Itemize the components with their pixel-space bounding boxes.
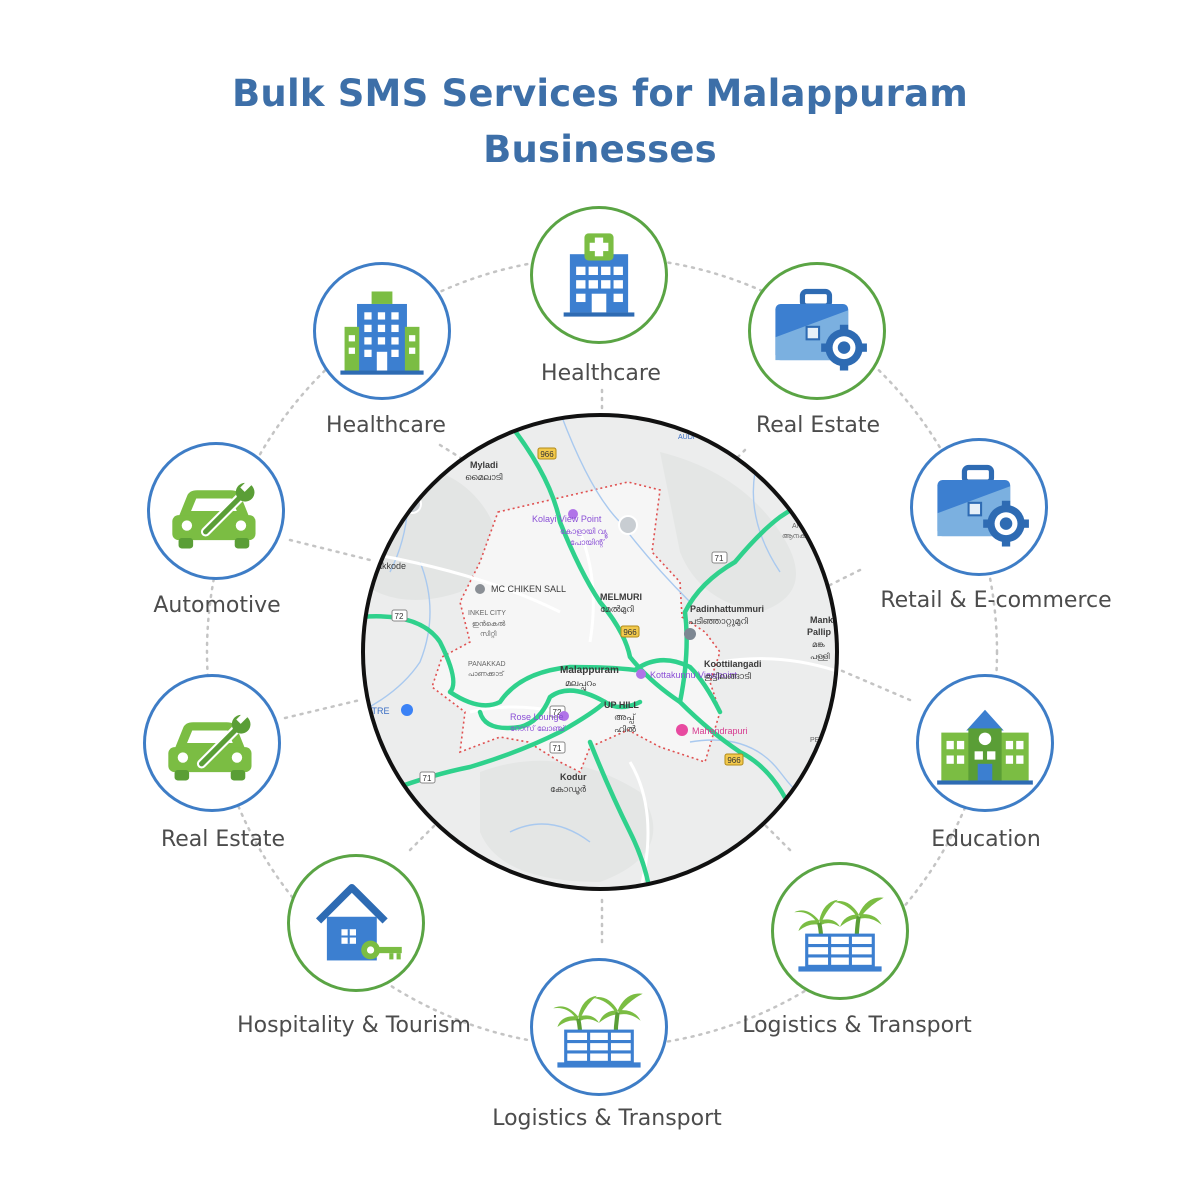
sector-label: Healthcare: [326, 413, 446, 438]
sector-label: Education: [931, 827, 1041, 852]
map-label-melmuri: MELMURI: [600, 592, 642, 602]
map-label-kolayi: Kolayi View Point: [532, 514, 602, 524]
sector-node-automotive[interactable]: [147, 442, 285, 580]
map-label-pe: PE: [810, 737, 820, 744]
car-wrench-icon: [168, 712, 252, 781]
map-label-padinhattummuri: Padinhattummuri: [690, 604, 764, 614]
map-label-koottilangadi-ml: കൂട്ടിലങ്ങാടി: [704, 671, 751, 681]
car-wrench-icon: [172, 480, 256, 549]
map-label-panakkad-ml: പാണക്കാട്: [468, 670, 505, 678]
sector-label: Automotive: [153, 593, 281, 618]
map-label-mank: Mank: [810, 615, 834, 625]
sector-node-real-estate-right[interactable]: [748, 262, 886, 400]
sector-node-logistics-right[interactable]: [771, 862, 909, 1000]
map-label-mc-chiken: MC CHIKEN SALL: [491, 584, 566, 594]
sector-label: Retail & E-commerce: [880, 588, 1112, 613]
map-label-pallip: Pallip: [807, 627, 832, 637]
map-label-myladi-ml: മൈലാടി: [465, 472, 502, 482]
sector-label: Hospitality & Tourism: [237, 1013, 471, 1038]
sector-node-real-estate-left[interactable]: [143, 674, 281, 812]
sector-node-logistics-bottom[interactable]: [530, 958, 668, 1096]
city-map[interactable]: 966 966 966 72 72 71 71 71 Myladi: [360, 412, 840, 892]
map-label-inkel: INKEL CITY: [468, 610, 506, 617]
map-label-up-hill-ml1: അപ്പ്: [614, 712, 636, 723]
palm-resort-icon: [553, 993, 643, 1068]
map-label-kolayi-ml2: പോയിന്റ്: [570, 538, 605, 548]
sector-label: Logistics & Transport: [742, 1013, 972, 1038]
map-label-audi: AUDI: [678, 434, 695, 441]
sector-node-hospitality-tourism[interactable]: [287, 854, 425, 992]
briefcase-gear-icon: [937, 464, 1029, 547]
briefcase-gear-icon: [775, 288, 867, 371]
map-label-anakkaya-ml: ആനക്കയം: [782, 533, 818, 540]
shield-72-a: 72: [395, 612, 404, 621]
shield-72-b: 72: [553, 708, 562, 717]
sector-node-healthcare-left[interactable]: [313, 262, 451, 400]
shield-966-b: 966: [623, 628, 637, 637]
map-label-melmuri-ml: മേൽമുറി: [600, 604, 634, 615]
map-label-ml-palli: പള്ളി: [810, 652, 830, 661]
office-building-icon: [340, 291, 424, 375]
shield-966-c: 966: [727, 756, 741, 765]
map-label-kodur: Kodur: [560, 772, 587, 782]
shield-71-b: 71: [553, 744, 562, 753]
map-label-myladi: Myladi: [470, 460, 498, 470]
shield-966-a: 966: [540, 450, 554, 459]
sector-label: Real Estate: [160, 827, 286, 852]
map-label-mahendrapuri: Mahendrapuri: [692, 726, 748, 736]
hospital-icon: [563, 233, 635, 317]
shield-71-c: 71: [423, 774, 432, 783]
map-label-padinhattummuri-ml: പടിഞ്ഞാറ്റുമുറി: [688, 616, 748, 627]
sector-node-education[interactable]: [916, 674, 1054, 812]
sector-node-retail-ecommerce[interactable]: [910, 438, 1048, 576]
map-label-kottakunnu: Kottakunnu Viewpoint: [650, 670, 737, 680]
page-title: Bulk SMS Services for Malappuram Busines…: [0, 66, 1200, 178]
house-key-icon: [315, 884, 402, 961]
map-label-ntre: NTRE: [365, 706, 390, 716]
map-label-inkel-ml1: ഇൻകെൽ: [472, 620, 506, 628]
sector-label: Healthcare: [541, 361, 661, 386]
title-line-1: Bulk SMS Services for Malappuram: [232, 72, 968, 115]
palm-resort-icon: [794, 897, 884, 972]
school-building-icon: [937, 709, 1033, 785]
sector-label: Logistics & Transport: [492, 1106, 722, 1131]
map-label-malappuram: Malappuram: [560, 665, 619, 676]
title-line-2: Businesses: [483, 128, 717, 171]
map-label-up-hill: UP HILL: [604, 700, 639, 710]
map-label-ml-ma: മങ്ക: [812, 640, 825, 649]
sector-node-healthcare-top[interactable]: [530, 206, 668, 344]
map-label-rose-lounge-ml: റോസ് ലോഞ്ച്: [510, 724, 566, 733]
map-label-up-hill-ml2: ഹിൽ: [614, 724, 637, 734]
sector-label: Real Estate: [755, 413, 881, 438]
map-label-kodur-ml: കോഡൂർ: [550, 784, 587, 795]
map-label-rose-lounge: Rose Lounge: [510, 712, 564, 722]
map-label-nakkode: nakkode: [372, 561, 406, 571]
map-label-inkel-ml2: സിറ്റി: [480, 630, 497, 639]
map-label-kolayi-ml1: കോളായി വ്യൂ: [560, 527, 609, 538]
map-label-malappuram-ml: മലപ്പുറം: [565, 678, 596, 691]
map-label-panakkad: PANAKKAD: [468, 661, 506, 668]
shield-71-a: 71: [715, 554, 724, 563]
map-label-koottilangadi: Koottilangadi: [704, 659, 762, 669]
